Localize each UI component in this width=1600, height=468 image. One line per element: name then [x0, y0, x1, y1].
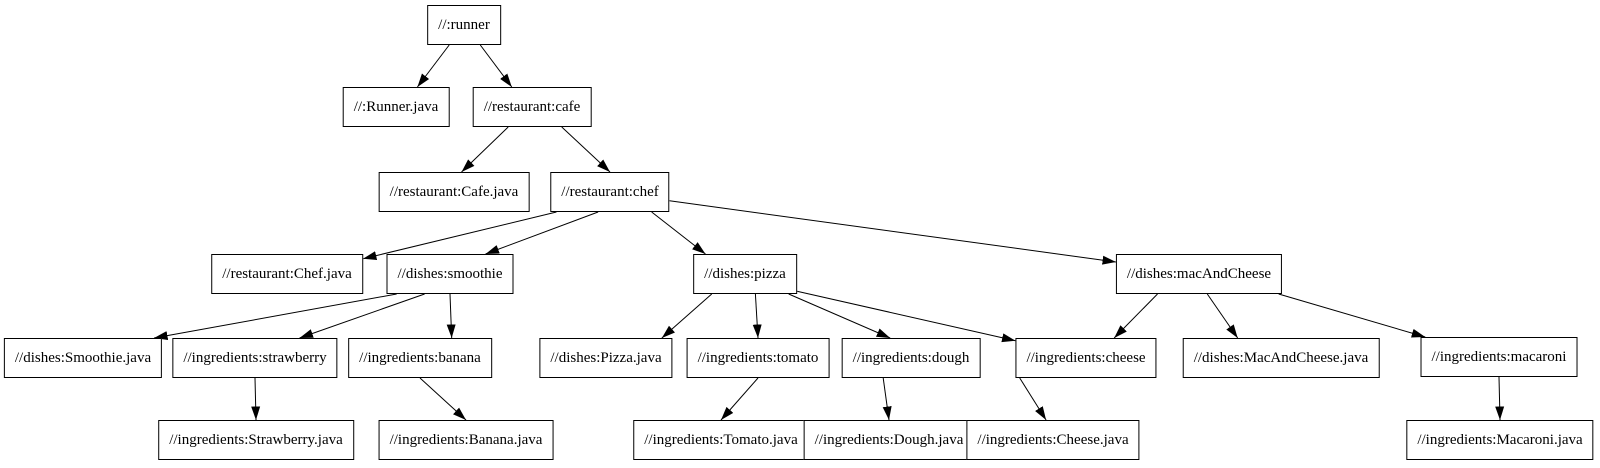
edge-pizza-to-cheese: [796, 290, 1016, 343]
edge-mac-and-cheese-to-mac-and-cheese-java: [1206, 293, 1239, 339]
graph-node-mac-and-cheese-java: //dishes:MacAndCheese.java: [1182, 338, 1380, 378]
graph-node-chef: //restaurant:chef: [550, 172, 670, 212]
graph-node-macaroni-java: //ingredients:Macaroni.java: [1406, 420, 1594, 460]
edge-pizza-to-dough: [788, 293, 891, 339]
graph-node-tomato: //ingredients:tomato: [686, 338, 830, 378]
graph-node-cafe: //restaurant:cafe: [472, 87, 592, 127]
graph-node-pizza-java: //dishes:Pizza.java: [539, 338, 673, 378]
edge-tomato-to-tomato-java: [720, 377, 759, 421]
edge-banana-to-banana-java: [419, 377, 467, 421]
graph-node-cafe-java: //restaurant:Cafe.java: [378, 172, 530, 212]
edge-smoothie-to-smoothie-java: [154, 293, 397, 341]
edge-chef-to-pizza: [651, 211, 706, 255]
edge-pizza-to-pizza-java: [661, 293, 713, 339]
edge-smoothie-to-strawberry: [299, 293, 425, 339]
graph-node-chef-java: //restaurant:Chef.java: [211, 254, 363, 294]
graph-node-runner: //:runner: [427, 5, 501, 45]
edge-dough-to-dough-java: [882, 377, 892, 421]
graph-node-banana: //ingredients:banana: [348, 338, 492, 378]
edge-cafe-to-chef: [561, 126, 611, 173]
edge-chef-to-mac-and-cheese: [669, 200, 1117, 265]
graph-node-pizza: //dishes:pizza: [693, 254, 797, 294]
graph-node-tomato-java: //ingredients:Tomato.java: [633, 420, 809, 460]
edge-mac-and-cheese-to-cheese: [1113, 293, 1158, 339]
edges-group: [154, 44, 1505, 421]
edge-smoothie-to-banana: [446, 293, 456, 339]
edge-chef-to-smoothie: [485, 211, 599, 255]
graph-node-mac-and-cheese: //dishes:macAndCheese: [1115, 254, 1283, 294]
edge-strawberry-to-strawberry-java: [251, 377, 261, 421]
edge-macaroni-to-macaroni-java: [1495, 376, 1505, 421]
graph-node-dough-java: //ingredients:Dough.java: [803, 420, 975, 460]
edge-chef-to-chef-java: [362, 211, 557, 260]
edge-runner-to-runner-java: [417, 44, 450, 88]
graph-node-macaroni: //ingredients:macaroni: [1420, 337, 1578, 377]
edge-cafe-to-cafe-java: [461, 126, 509, 173]
graph-node-cheese-java: //ingredients:Cheese.java: [966, 420, 1140, 460]
edge-cheese-to-cheese-java: [1019, 377, 1047, 421]
graph-node-strawberry: //ingredients:strawberry: [172, 338, 338, 378]
edge-runner-to-cafe: [479, 44, 513, 88]
graph-node-cheese: //ingredients:cheese: [1015, 338, 1157, 378]
edge-mac-and-cheese-to-macaroni: [1278, 293, 1426, 338]
graph-node-smoothie-java: //dishes:Smoothie.java: [3, 338, 163, 378]
graph-node-banana-java: //ingredients:Banana.java: [378, 420, 554, 460]
graph-node-strawberry-java: //ingredients:Strawberry.java: [158, 420, 354, 460]
graph-node-dough: //ingredients:dough: [841, 338, 981, 378]
graph-node-runner-java: //:Runner.java: [342, 87, 450, 127]
edge-pizza-to-tomato: [752, 293, 762, 339]
graph-node-smoothie: //dishes:smoothie: [386, 254, 514, 294]
